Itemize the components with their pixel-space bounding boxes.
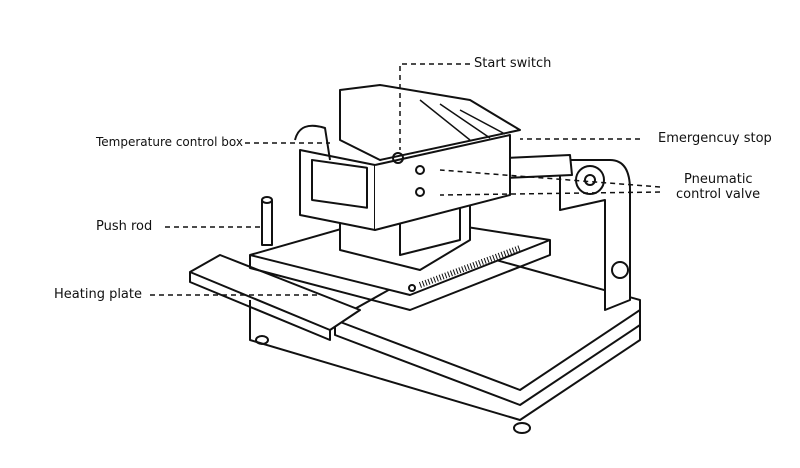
label-emergency-stop: Emergencuy stop: [658, 131, 772, 146]
label-control-valve: control valve: [676, 187, 761, 202]
label-start-switch: Start switch: [474, 56, 552, 71]
label-push-rod: Push rod: [96, 219, 153, 234]
label-pneumatic: Pneumatic: [684, 172, 753, 187]
label-temperature-control-box: Temperature control box: [96, 135, 243, 149]
label-heating-plate: Heating plate: [54, 287, 142, 302]
